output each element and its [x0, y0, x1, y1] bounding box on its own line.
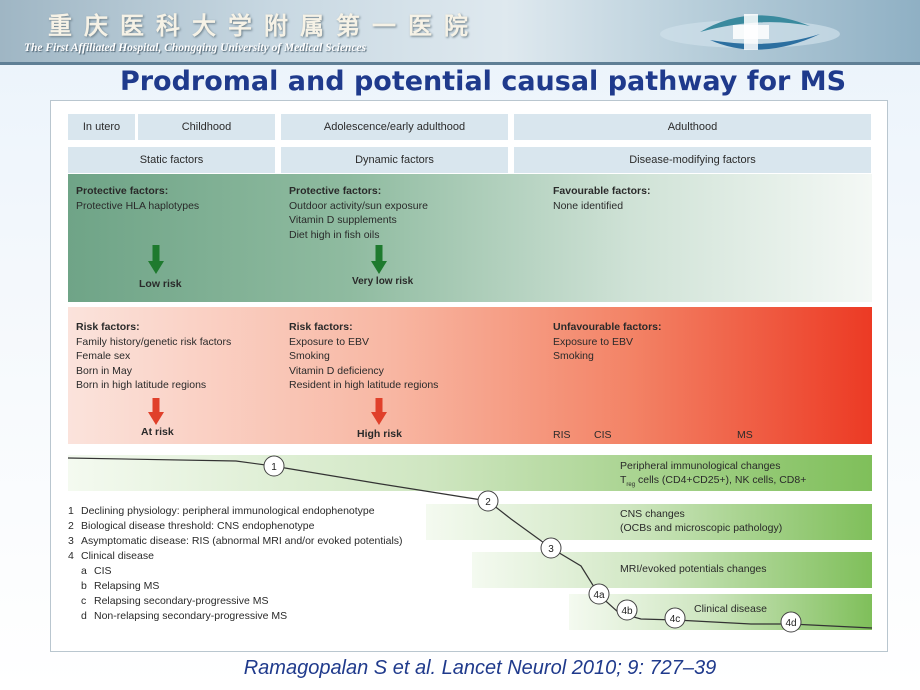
risk-col3-item: Smoking [553, 350, 594, 363]
very-low-risk-label: Very low risk [352, 276, 414, 287]
risk-col1-item: Family history/genetic risk factors [76, 335, 232, 348]
disease-modifying-header: Disease-modifying factors [514, 147, 871, 173]
treg-t: T [620, 474, 627, 486]
marker-4c [664, 607, 686, 629]
strip-mri-evoked [472, 552, 872, 588]
strip-peripheral-immunological [68, 455, 872, 491]
risk-col3: Unfavourable factors: Exposure to EBV Sm… [553, 320, 662, 364]
protective-factors-band [68, 174, 872, 302]
protective-col1: Protective factors: Protective HLA haplo… [76, 184, 199, 213]
period-in-utero: In utero [68, 114, 135, 140]
down-arrow-icon [148, 245, 164, 274]
marker-3 [540, 537, 562, 559]
down-arrow-icon [148, 398, 164, 425]
risk-col2-item: Exposure to EBV [289, 335, 369, 348]
protective-col2: Protective factors: Outdoor activity/sun… [289, 184, 428, 242]
risk-col2-heading: Risk factors: [289, 321, 353, 333]
marker-4b-label: 4b [621, 606, 633, 617]
protective-col3-item: None identified [553, 199, 624, 212]
marker-2 [477, 490, 499, 512]
risk-col2-item: Vitamin D deficiency [289, 364, 384, 377]
strip-cns-line2: (OCBs and microscopic pathology) [620, 522, 783, 534]
risk-col1-heading: Risk factors: [76, 321, 140, 333]
strip-cns-text: CNS changes (OCBs and microscopic pathol… [620, 507, 782, 535]
period-childhood: Childhood [138, 114, 275, 140]
static-factors-header: Static factors [68, 147, 275, 173]
marker-4a [588, 583, 610, 605]
risk-col3-item: Exposure to EBV [553, 335, 633, 348]
high-risk-label: High risk [357, 428, 402, 440]
period-adolescence: Adolescence/early adulthood [281, 114, 508, 140]
hospital-chinese-name: 重庆医科大学附属第一医院 [48, 11, 480, 40]
risk-col2: Risk factors: Exposure to EBV Smoking Vi… [289, 320, 438, 393]
marker-4d [780, 611, 802, 633]
down-arrow-icon [371, 398, 387, 425]
hospital-english-name: The First Affiliated Hospital, Chongqing… [24, 42, 367, 54]
protective-col3-heading: Favourable factors: [553, 185, 651, 197]
citation: Ramagopalan S et al. Lancet Neurol 2010;… [243, 657, 717, 679]
marker-4b [616, 599, 638, 621]
treg-sub: reg [626, 482, 636, 489]
marker-1-label: 1 [271, 462, 277, 473]
marker-3-label: 3 [548, 544, 554, 555]
protective-col2-item: Vitamin D supplements [289, 214, 397, 227]
stage-ris: RIS [553, 429, 571, 441]
marker-2-label: 2 [485, 497, 491, 508]
marker-4a-label: 4a [593, 590, 605, 601]
risk-col1-item: Born in May [76, 364, 133, 377]
pathway-figure: In utero Childhood Adolescence/early adu… [50, 100, 888, 652]
at-risk-label: At risk [141, 426, 174, 438]
slide-title: Prodromal and potential causal pathway f… [119, 66, 847, 97]
strip-peripheral-line1: Peripheral immunological changes [620, 460, 781, 472]
protective-col3: Favourable factors: None identified [553, 184, 650, 213]
protective-col1-item: Protective HLA haplotypes [76, 199, 200, 212]
protective-col1-heading: Protective factors: [76, 185, 169, 197]
strip-peripheral-text: Peripheral immunological changes Treg ce… [620, 459, 806, 492]
marker-4c-label: 4c [670, 614, 681, 625]
hospital-logo-icon [660, 14, 840, 50]
stage-ms: MS [737, 429, 753, 441]
protective-col2-item: Diet high in fish oils [289, 228, 380, 241]
marker-1 [263, 455, 285, 477]
risk-col1-item: Born in high latitude regions [76, 379, 207, 392]
risk-col2-item: Resident in high latitude regions [289, 379, 439, 392]
protective-col2-item: Outdoor activity/sun exposure [289, 199, 428, 212]
period-adulthood: Adulthood [514, 114, 871, 140]
protective-col2-heading: Protective factors: [289, 185, 382, 197]
treg-rest: cells (CD4+CD25+), NK cells, CD8+ [635, 474, 807, 486]
hospital-banner: 重庆医科大学附属第一医院 The First Affiliated Hospit… [0, 0, 920, 65]
risk-col1-item: Female sex [76, 350, 131, 363]
progression-curve: 1 2 3 4a 4b 4c 4d [67, 455, 873, 633]
stage-cis: CIS [594, 429, 612, 441]
strip-peripheral-line2: Treg cells (CD4+CD25+), NK cells, CD8+ [620, 473, 806, 492]
risk-col2-item: Smoking [289, 350, 330, 363]
risk-col3-heading: Unfavourable factors: [553, 321, 662, 333]
strip-mri-text: MRI/evoked potentials changes [620, 563, 767, 575]
marker-4d-label: 4d [785, 618, 796, 629]
strip-cns-line1: CNS changes [620, 508, 685, 520]
risk-factors-band [68, 307, 872, 444]
low-risk-label: Low risk [139, 278, 182, 290]
strip-clinical-text: Clinical disease [694, 603, 767, 615]
down-arrow-icon [371, 245, 387, 274]
risk-col1: Risk factors: Family history/genetic ris… [76, 320, 231, 393]
dynamic-factors-header: Dynamic factors [281, 147, 508, 173]
